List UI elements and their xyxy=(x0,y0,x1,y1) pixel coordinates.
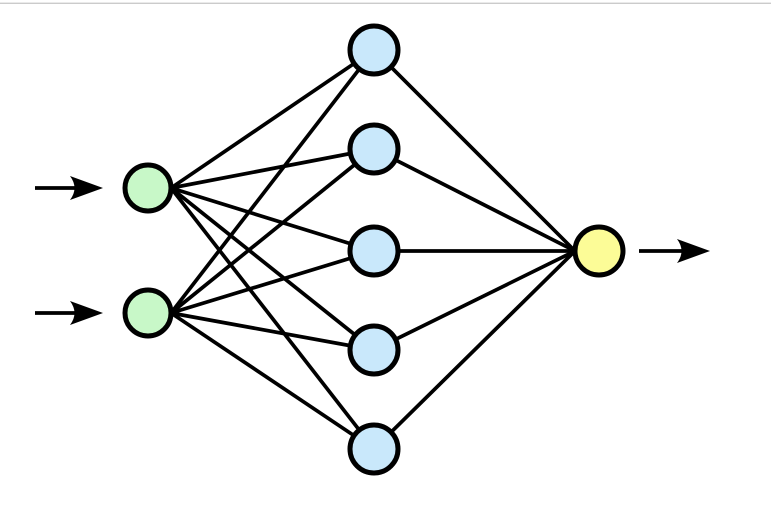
input-arrow-1 xyxy=(35,176,103,200)
hidden-node-3 xyxy=(347,224,401,278)
edge-i2-h1 xyxy=(169,48,376,315)
output-arrow-head-icon xyxy=(677,239,710,263)
input-node-2 xyxy=(122,287,174,339)
hidden-node-1 xyxy=(347,23,401,77)
output-node-1 xyxy=(572,224,626,278)
edge-h1-o1 xyxy=(372,48,577,253)
edge-i2-h3 xyxy=(170,249,375,315)
edge-h5-o1 xyxy=(372,249,577,451)
input-arrow-2-head-icon xyxy=(70,301,103,325)
hidden-node-4 xyxy=(347,323,401,377)
edge-i1-h5 xyxy=(169,186,376,451)
edge-i1-h2 xyxy=(170,147,375,190)
edge-i1-h1 xyxy=(169,48,376,190)
edge-h4-o1 xyxy=(373,249,576,352)
edge-h2-o1 xyxy=(373,147,576,253)
edge-i1-h4 xyxy=(169,186,376,352)
edge-i2-h5 xyxy=(169,311,376,451)
window-top-border xyxy=(0,2,771,4)
hidden-node-2 xyxy=(347,122,401,176)
edge-i1-h3 xyxy=(170,186,375,253)
input-node-1 xyxy=(122,162,174,214)
edge-i2-h4 xyxy=(170,311,375,352)
input-arrow-1-head-icon xyxy=(70,176,103,200)
output-arrow xyxy=(639,239,710,263)
edge-i2-h2 xyxy=(169,147,376,315)
hidden-node-5 xyxy=(347,422,401,476)
input-arrow-2 xyxy=(35,301,103,325)
